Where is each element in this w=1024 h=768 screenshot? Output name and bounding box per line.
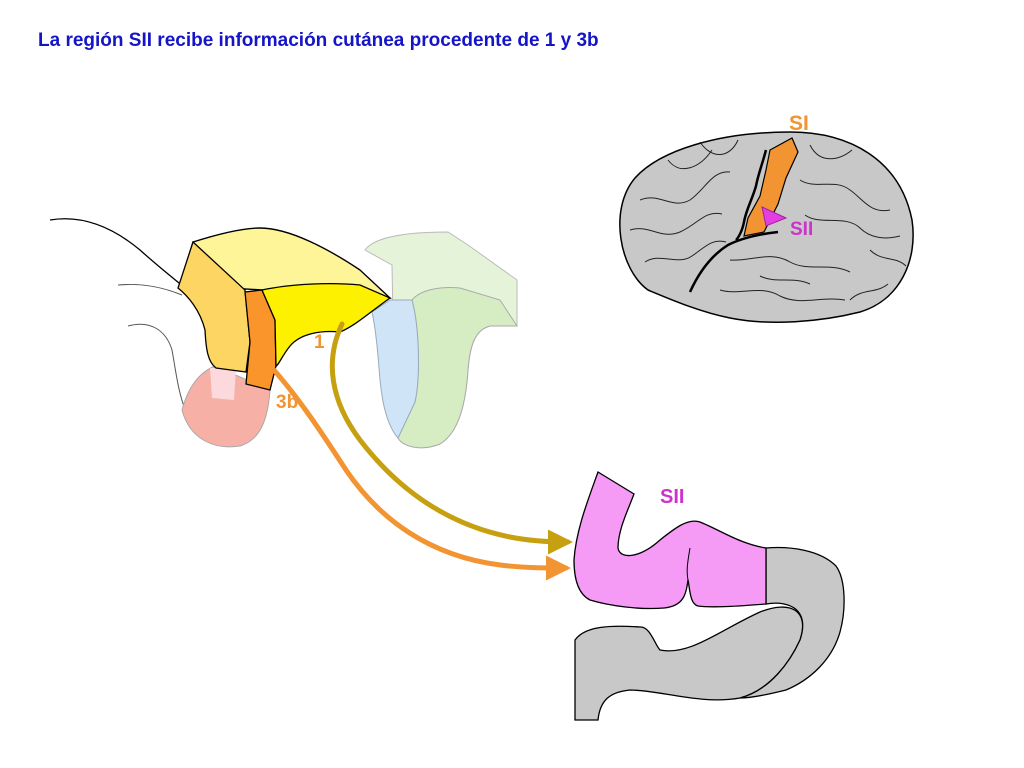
postcentral-gyrus-block: 1 3b [49,218,518,449]
gray-cortex-lower [574,606,804,721]
brain-sulci [629,139,907,302]
surface-line-lower [117,283,183,296]
area-1-yellow [261,282,392,367]
area-2-blue [371,299,419,439]
si-strip [743,137,799,237]
projection-arrows [271,321,573,581]
slide-title: La región SII recibe información cutánea… [38,30,599,51]
area-3a-salmon [181,365,271,448]
area-1-projection-arrow [329,321,573,555]
area-1-label: 1 [314,332,325,353]
area-3b-projection-arrow [271,367,571,581]
area-3b-label: 3b [276,392,298,413]
sii-brain-wedge [761,206,788,227]
area-3a-pink-light [210,368,236,400]
sii-section: SII [573,471,845,721]
sii-section-label: SII [660,486,684,508]
sii-cortex-region [573,471,767,610]
brain-lateral-view: SI SII [619,112,914,323]
sii-inner-sulcus [686,547,691,581]
inner-sulcus-outline [127,323,187,413]
sylvian-fissure [688,230,779,293]
central-sulcus [735,149,768,241]
sii-brain-label: SII [790,219,813,240]
surface-line-upper [49,218,191,293]
si-brain-label: SI [789,112,809,135]
area-3a-yellow-orange [177,240,251,373]
